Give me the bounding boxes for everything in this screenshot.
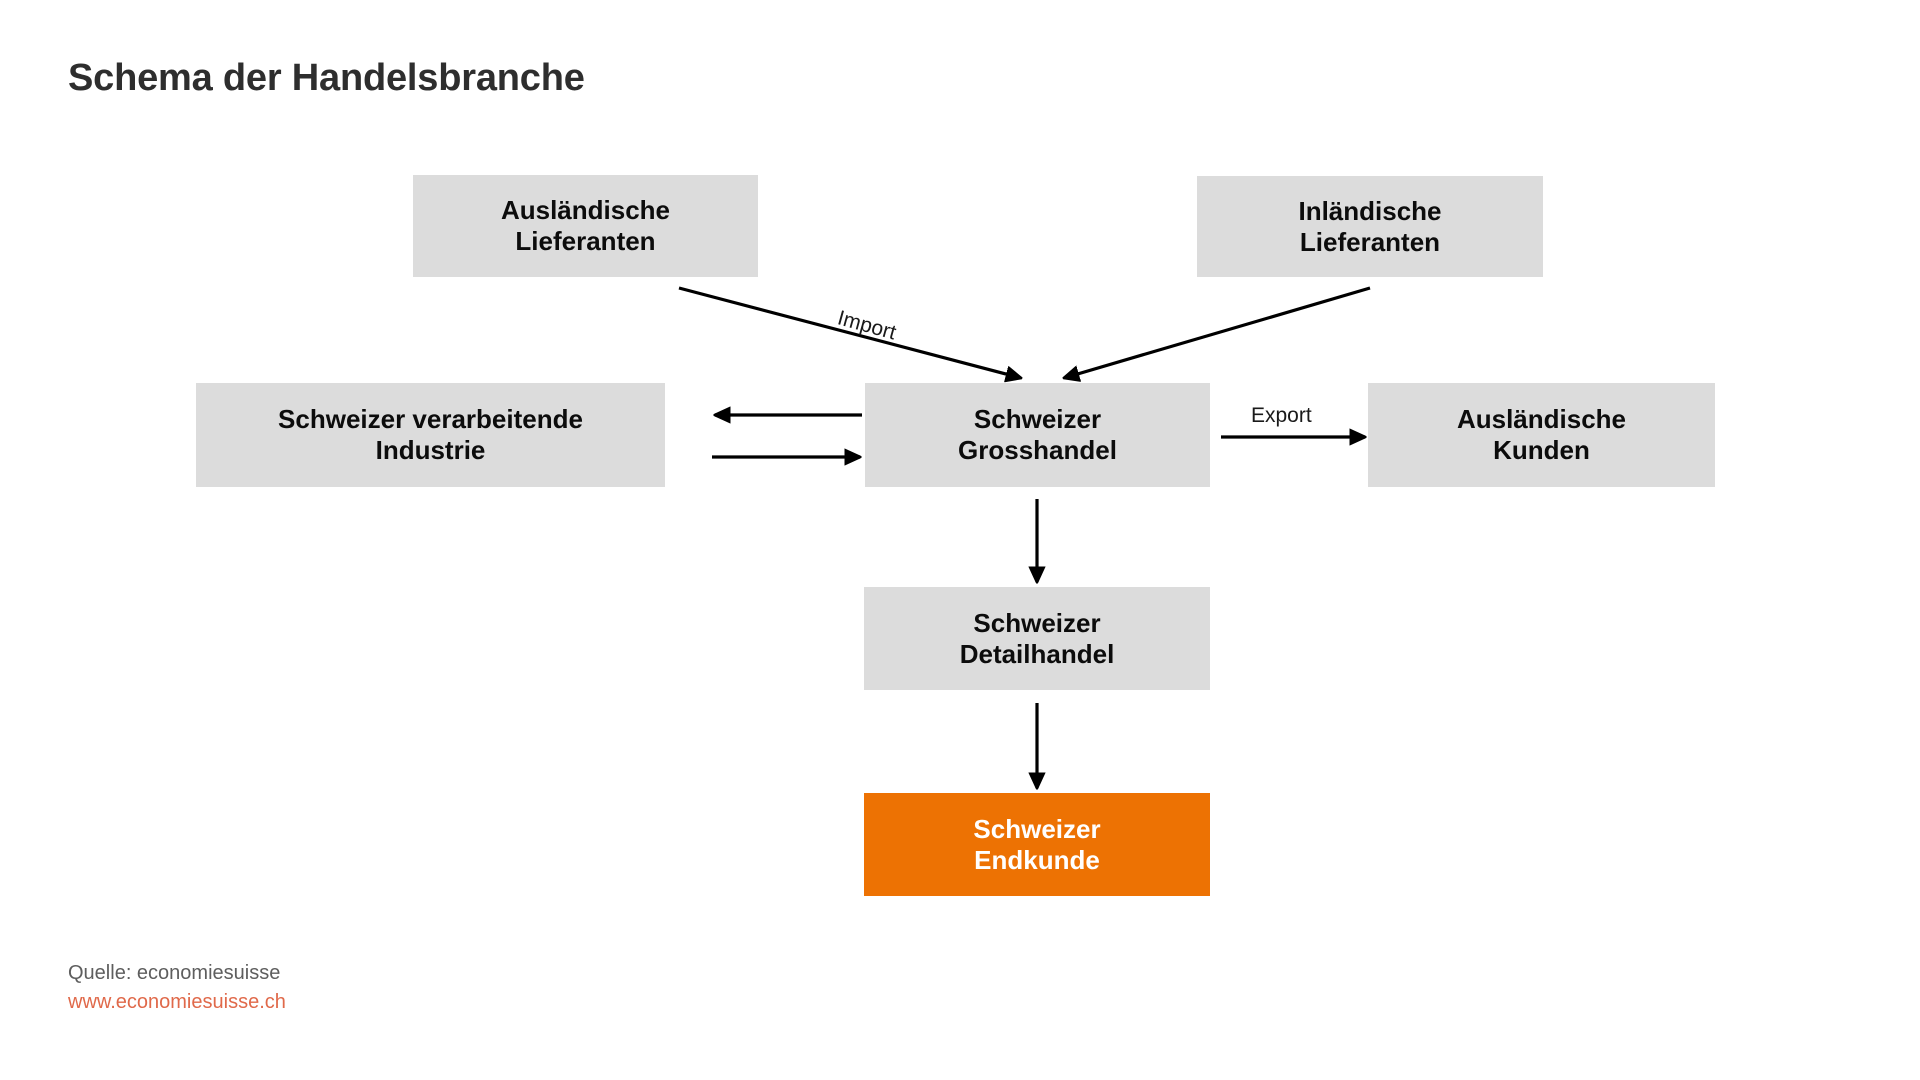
- node-label: Inländische Lieferanten: [1298, 195, 1442, 257]
- edge-label-import: Import: [835, 306, 899, 345]
- node-label: Schweizer Detailhandel: [959, 607, 1115, 669]
- edge-label-export: Export: [1251, 404, 1312, 427]
- node-schweizer-detailhandel[interactable]: Schweizer Detailhandel: [864, 587, 1210, 690]
- node-auslaendische-kunden[interactable]: Ausländische Kunden: [1368, 383, 1715, 487]
- footer-source: Quelle: economiesuisse: [68, 962, 281, 984]
- node-schweizer-verarbeitende-industrie[interactable]: Schweizer verarbeitende Industrie: [196, 383, 665, 487]
- node-schweizer-endkunde[interactable]: Schweizer Endkunde: [864, 793, 1210, 896]
- node-label: Ausländische Lieferanten: [500, 195, 671, 256]
- footer-url-link[interactable]: www.economiesuisse.ch: [68, 991, 286, 1013]
- node-label: Schweizer verarbeitende Industrie: [278, 404, 583, 465]
- node-inlaendische-lieferanten[interactable]: Inländische Lieferanten: [1197, 176, 1543, 277]
- page-title: Schema der Handelsbranche: [68, 57, 585, 99]
- node-label: Ausländische Kunden: [1456, 404, 1627, 465]
- edge-inlaendische-to-grosshandel: [1064, 286, 1371, 378]
- node-label: Schweizer Grosshandel: [958, 404, 1117, 465]
- node-label: Schweizer Endkunde: [973, 813, 1101, 875]
- node-auslaendische-lieferanten[interactable]: Ausländische Lieferanten: [413, 175, 758, 277]
- node-schweizer-grosshandel[interactable]: Schweizer Grosshandel: [865, 383, 1210, 487]
